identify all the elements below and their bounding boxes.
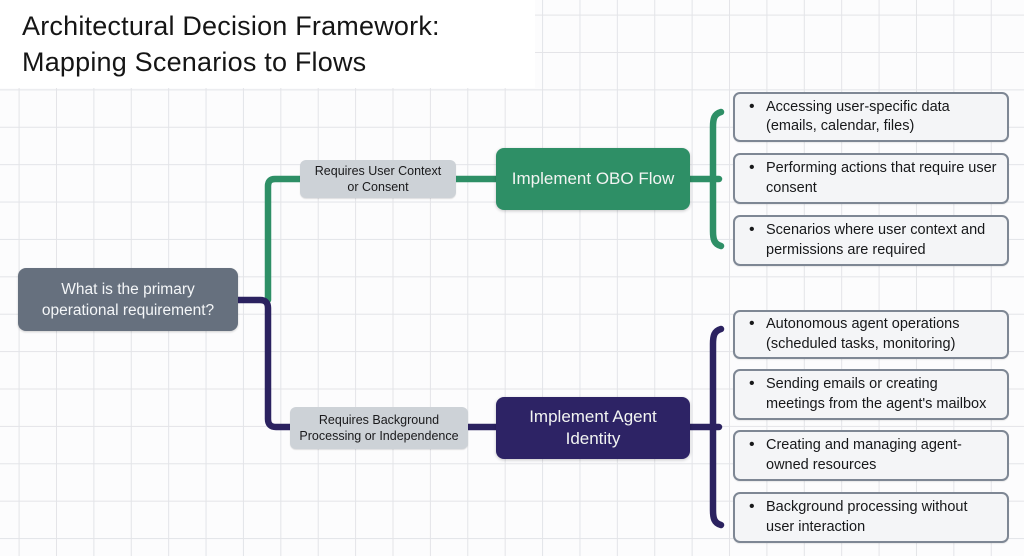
connector-root-to-obo [264,175,502,304]
outcome-agent-2-text: Sending emails or creating meetings from… [749,374,997,414]
bracket-agent-outcomes [709,325,725,529]
outcome-obo-3: Scenarios where user context and permiss… [733,215,1009,266]
outcome-agent-4: Background processing without user inter… [733,492,1009,543]
action-agent-identity-label: Implement Agent Identity [529,407,657,448]
condition-user-context-node: Requires User Context or Consent [300,160,456,198]
outcome-agent-1: Autonomous agent operations (scheduled t… [733,310,1009,359]
connector-root-to-agent [234,296,502,431]
root-question-node: What is the primary operational requirem… [18,268,238,331]
outcome-obo-3-text: Scenarios where user context and permiss… [749,220,997,260]
diagram-title: Architectural Decision Framework: Mappin… [0,0,535,88]
action-agent-identity-node: Implement Agent Identity [496,397,690,459]
title-line-2: Mapping Scenarios to Flows [22,47,367,77]
condition-user-context-label: Requires User Context or Consent [314,164,442,194]
outcome-agent-3: Creating and managing agent-owned resour… [733,430,1009,481]
condition-background-processing-node: Requires Background Processing or Indepe… [290,407,468,449]
action-obo-flow-label: Implement OBO Flow [511,169,675,188]
action-obo-flow-node: Implement OBO Flow [496,148,690,210]
outcome-agent-3-text: Creating and managing agent-owned resour… [749,435,997,475]
outcome-obo-2-text: Performing actions that require user con… [749,158,997,198]
outcome-obo-1: Accessing user-specific data (emails, ca… [733,92,1009,142]
bracket-obo-outcomes [709,108,725,250]
outcome-agent-4-text: Background processing without user inter… [749,497,997,537]
outcome-agent-2: Sending emails or creating meetings from… [733,369,1009,420]
outcome-obo-1-text: Accessing user-specific data (emails, ca… [749,97,997,137]
outcome-obo-2: Performing actions that require user con… [733,153,1009,204]
outcome-agent-1-text: Autonomous agent operations (scheduled t… [749,314,997,354]
root-question-label: What is the primary operational requirem… [41,280,215,319]
title-line-1: Architectural Decision Framework: [22,11,440,41]
condition-background-processing-label: Requires Background Processing or Indepe… [299,413,459,443]
